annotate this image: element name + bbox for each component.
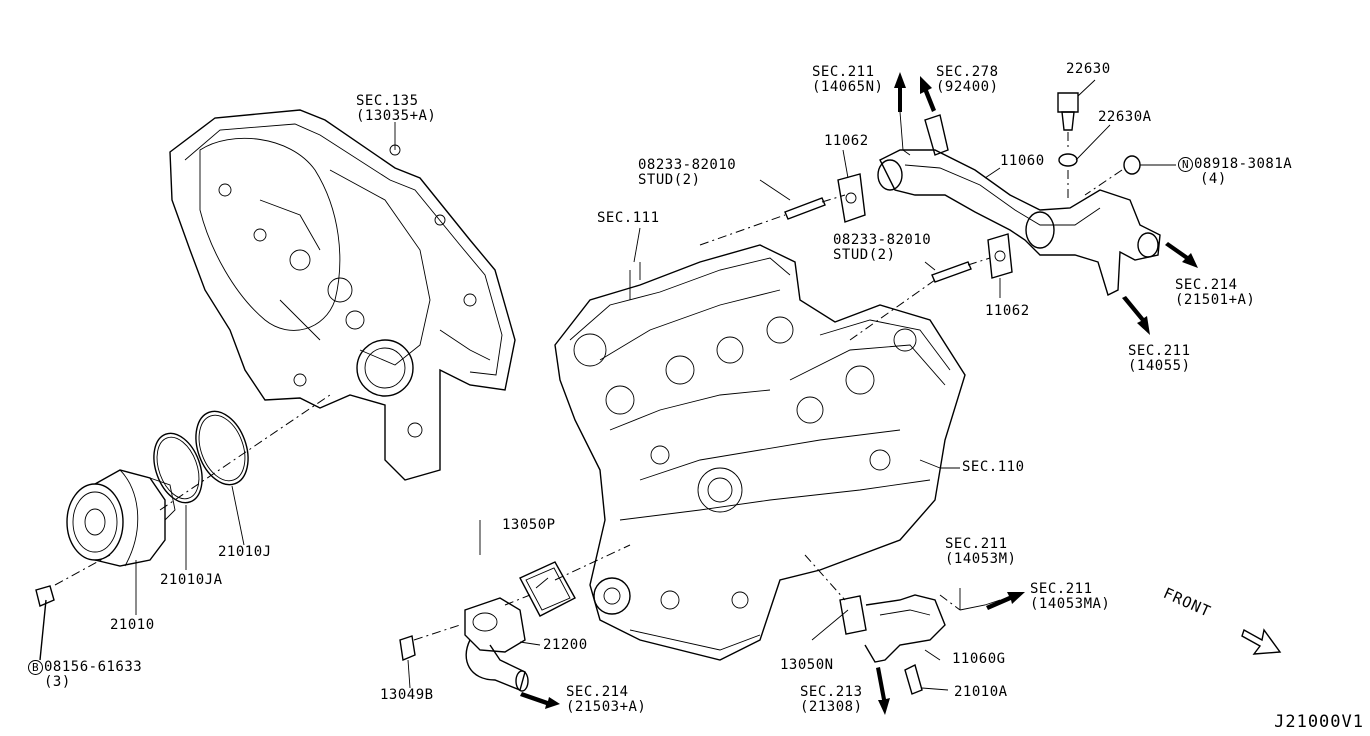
arrow-sec214-bottom — [520, 692, 560, 709]
arrow-sec211-14055 — [1122, 296, 1150, 335]
thermostat-housing-drawing — [399, 544, 631, 692]
label-22630: 22630 — [1066, 61, 1111, 77]
label-11062-mid: 11062 — [985, 303, 1030, 319]
label-sec211-14053ma: SEC.211(14053MA) — [1030, 581, 1111, 612]
label-21010: 21010 — [110, 617, 155, 633]
arrow-up-14065n — [894, 72, 906, 112]
arrow-up-92400 — [920, 76, 936, 112]
label-11060g: 11060G — [952, 651, 1006, 667]
label-sec111: SEC.111 — [597, 210, 660, 226]
direction-arrows — [520, 72, 1282, 715]
label-21010a: 21010A — [954, 684, 1008, 700]
water-outlet-pipe-drawing — [633, 79, 1176, 341]
front-arrow-icon — [1241, 628, 1282, 655]
label-sec278: SEC.278(92400) — [936, 64, 999, 95]
label-13049b: 13049B — [380, 687, 434, 703]
label-21010ja: 21010JA — [160, 572, 223, 588]
label-13050n: 13050N — [780, 657, 834, 673]
water-pump-drawing — [35, 394, 331, 661]
label-11062-top: 11062 — [824, 133, 869, 149]
nut-badge: N — [1178, 157, 1193, 172]
engine-block-drawing — [554, 244, 966, 661]
diagram-code: J21000V1 — [1274, 712, 1364, 732]
label-sec211-14053m: SEC.211(14053M) — [945, 536, 1017, 567]
label-22630a: 22630A — [1098, 109, 1152, 125]
leader-lines — [479, 459, 960, 555]
bolt-badge: B — [28, 660, 43, 675]
water-inlet-drawing — [804, 554, 1001, 695]
label-21010j: 21010J — [218, 544, 272, 560]
arrow-sec211-14053ma — [986, 592, 1025, 610]
arrow-sec213 — [876, 667, 890, 715]
label-21200: 21200 — [543, 637, 588, 653]
label-sec211-14055: SEC.211(14055) — [1128, 343, 1191, 374]
label-sec135: SEC.135(13035+A) — [356, 93, 437, 124]
arrow-sec214-right — [1165, 242, 1198, 268]
label-sec213: SEC.213(21308) — [800, 684, 863, 715]
front-timing-cover-drawing — [169, 109, 516, 481]
label-13050p: 13050P — [502, 517, 556, 533]
label-sec214-21501a: SEC.214(21501+A) — [1175, 277, 1256, 308]
label-sec110: SEC.110 — [962, 459, 1025, 475]
label-11060: 11060 — [1000, 153, 1045, 169]
label-sec211-14065n: SEC.211(14065N) — [812, 64, 884, 95]
label-sec214-21503a: SEC.214(21503+A) — [566, 684, 647, 715]
